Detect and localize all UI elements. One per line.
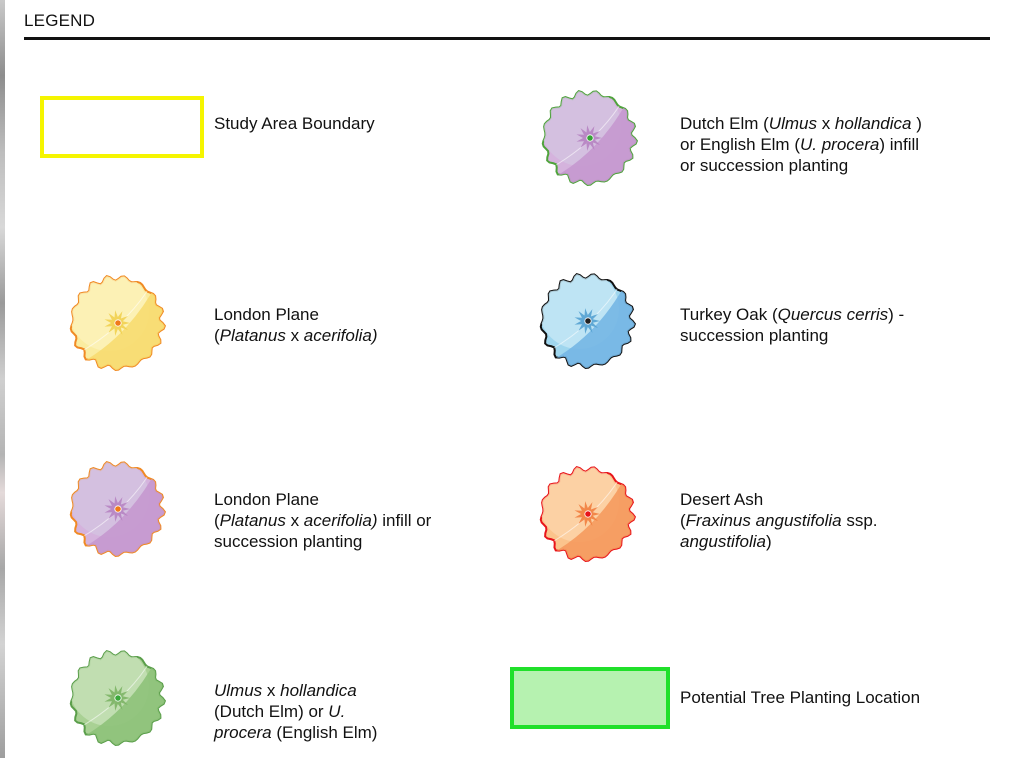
label-text-segment: x — [816, 114, 835, 133]
turkey-oak-canopy-icon — [539, 273, 637, 370]
label-text-segment: Turkey Oak ( — [680, 305, 778, 324]
label-text-segment: U. — [328, 702, 346, 721]
canopy-trunk-dot — [584, 317, 592, 325]
label-text-segment: succession planting — [214, 532, 363, 551]
legend-label-london-plane: London Plane (Platanus x acerifolia) — [214, 304, 378, 346]
canopy-trunk-dot — [586, 134, 594, 142]
label-text-segment: ( — [214, 511, 220, 530]
label-text-segment: angustifolia — [680, 532, 767, 551]
label-text-segment: x — [262, 681, 281, 700]
label-text-segment: infill or — [377, 511, 432, 530]
desert-ash-canopy-icon — [539, 466, 637, 563]
label-text-segment: Platanus — [219, 511, 286, 530]
legend-label-dutch-elm: Ulmus x hollandica (Dutch Elm) or U. proce… — [214, 680, 377, 743]
label-text-segment: London Plane — [214, 305, 319, 324]
legend-label-london-plane-infill: London Plane (Platanus x acerifolia) infi… — [214, 489, 431, 552]
label-text-segment: ) infill — [879, 135, 920, 154]
legend-title-rule — [24, 37, 990, 40]
label-text-segment: acerifolia) — [303, 511, 378, 530]
label-text-segment: Potential Tree Planting Location — [680, 688, 921, 707]
label-text-segment: (English Elm) — [271, 723, 378, 742]
label-text-segment: hollandica — [834, 114, 912, 133]
potential-planting-location-symbol — [510, 667, 670, 729]
label-text-segment: procera — [214, 723, 272, 742]
label-text-segment: acerifolia) — [303, 326, 378, 345]
label-text-segment: ) — [911, 114, 922, 133]
canopy-trunk-dot — [114, 319, 122, 327]
label-text-segment: Fraxinus angustifolia — [685, 511, 842, 530]
label-text-segment: ssp. — [841, 511, 878, 530]
label-text-segment: ) — [766, 532, 772, 551]
label-text-segment: or succession planting — [680, 156, 849, 175]
canopy-trunk-dot — [114, 505, 122, 513]
london-plane-infill-canopy-icon — [69, 461, 167, 558]
label-text-segment: Study Area Boundary — [214, 114, 375, 133]
label-text-segment: Platanus — [219, 326, 286, 345]
canopy-trunk-dot — [114, 694, 122, 702]
label-text-segment: ( — [680, 511, 686, 530]
label-text-segment: Ulmus — [214, 681, 263, 700]
label-text-segment: ) - — [888, 305, 905, 324]
legend-label-dutch-elm-infill: Dutch Elm (Ulmus x hollandica ) or Englis… — [680, 113, 922, 176]
label-text-segment: London Plane — [214, 490, 319, 509]
study-area-boundary-symbol — [40, 96, 204, 158]
canopy-trunk-dot — [584, 510, 592, 518]
dutch-elm-canopy-icon — [69, 650, 167, 747]
label-text-segment: (Dutch Elm) or — [214, 702, 329, 721]
legend-label-turkey-oak: Turkey Oak (Quercus cerris) - succession … — [680, 304, 904, 346]
legend-title: LEGEND — [24, 11, 96, 30]
label-text-segment: Dutch Elm ( — [680, 114, 769, 133]
legend-label-potential-planting: Potential Tree Planting Location — [680, 687, 920, 708]
london-plane-canopy-icon — [69, 275, 167, 372]
label-text-segment: Quercus cerris — [777, 305, 889, 324]
label-text-segment: ( — [214, 326, 220, 345]
label-text-segment: Desert Ash — [680, 490, 764, 509]
legend-label-desert-ash: Desert Ash (Fraxinus angustifolia ssp. ang… — [680, 489, 878, 552]
label-text-segment: or English Elm ( — [680, 135, 800, 154]
label-text-segment: U. procera — [799, 135, 880, 154]
label-text-segment: hollandica — [280, 681, 357, 700]
page-edge-strip — [0, 0, 5, 758]
legend-label-study-area: Study Area Boundary — [214, 113, 375, 134]
label-text-segment: x — [285, 511, 304, 530]
dutch-elm-infill-canopy-icon — [541, 90, 639, 187]
label-text-segment: Ulmus — [768, 114, 817, 133]
label-text-segment: x — [285, 326, 304, 345]
label-text-segment: succession planting — [680, 326, 829, 345]
